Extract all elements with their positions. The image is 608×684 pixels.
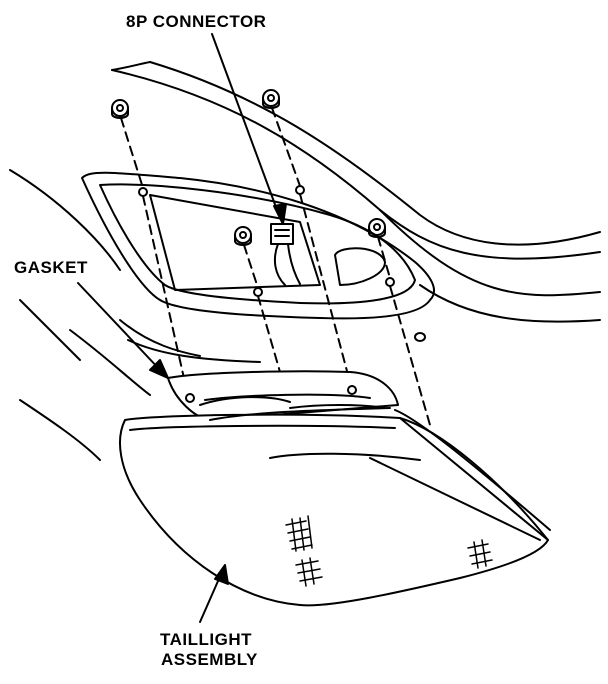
gasket-leader-arrow — [77, 282, 169, 379]
taillight-leader-arrow — [199, 564, 229, 623]
car-body — [9, 61, 601, 461]
gasket-label: GASKET — [14, 258, 88, 277]
taillight-assembly — [119, 396, 551, 607]
connector-leader-arrow — [211, 33, 287, 225]
alignment-lines — [120, 107, 431, 426]
taillight-assembly-label: TAILLIGHT ASSEMBLY — [160, 630, 258, 670]
nut-top-left — [111, 99, 129, 119]
gasket — [167, 370, 399, 421]
connector-label: 8P CONNECTOR — [126, 12, 267, 31]
taillight-label-line2: ASSEMBLY — [161, 650, 258, 669]
8p-connector — [270, 223, 301, 286]
mounting-recess — [81, 171, 435, 363]
nut-top-right — [262, 89, 280, 109]
lens-grid-patterns — [285, 515, 493, 587]
nut-middle-right — [368, 218, 386, 238]
body-stud-holes — [138, 185, 395, 297]
taillight-label-line1: TAILLIGHT — [160, 630, 252, 649]
nut-middle-left — [234, 226, 252, 246]
nuts — [111, 89, 386, 246]
